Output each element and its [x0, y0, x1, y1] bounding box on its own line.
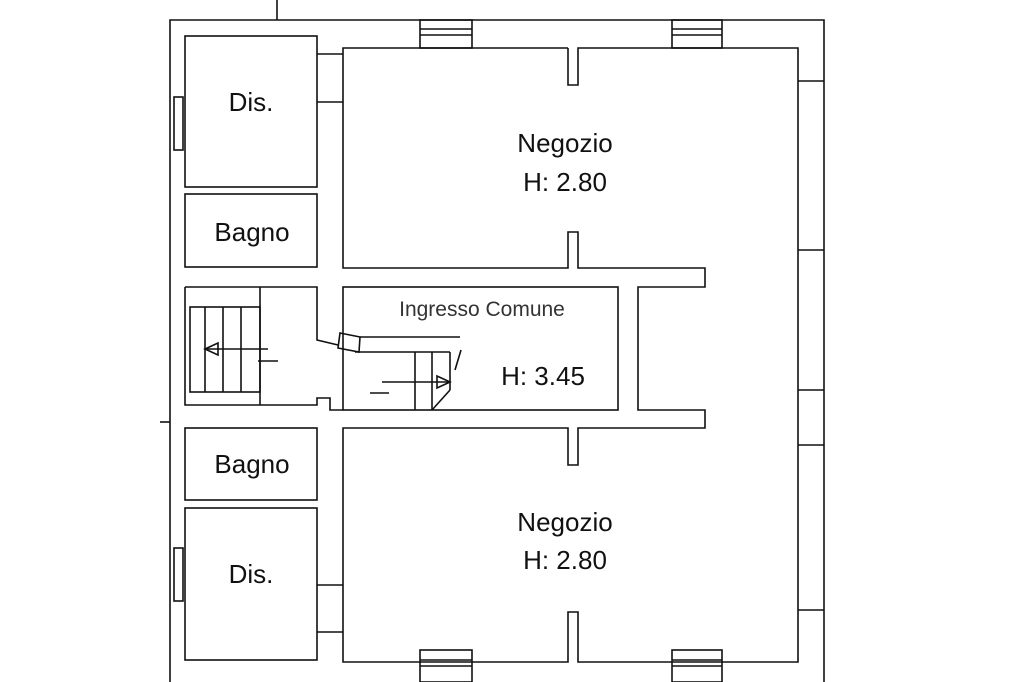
- room-label-dis-top: Dis.: [229, 87, 274, 117]
- room-height-ingresso: H: 3.45: [501, 361, 585, 391]
- room-label-negozio-top: Negozio: [517, 128, 612, 158]
- room-height-negozio-top: H: 2.80: [523, 167, 607, 197]
- room-height-negozio-bottom: H: 2.80: [523, 545, 607, 575]
- room-labels: Dis. Bagno Negozio H: 2.80 Ingresso Comu…: [214, 87, 612, 589]
- room-label-dis-bottom: Dis.: [229, 559, 274, 589]
- room-label-ingresso: Ingresso Comune: [399, 298, 565, 321]
- walls: [160, 0, 825, 682]
- room-label-bagno-bottom: Bagno: [214, 449, 289, 479]
- room-label-negozio-bottom: Negozio: [517, 507, 612, 537]
- room-label-bagno-top: Bagno: [214, 217, 289, 247]
